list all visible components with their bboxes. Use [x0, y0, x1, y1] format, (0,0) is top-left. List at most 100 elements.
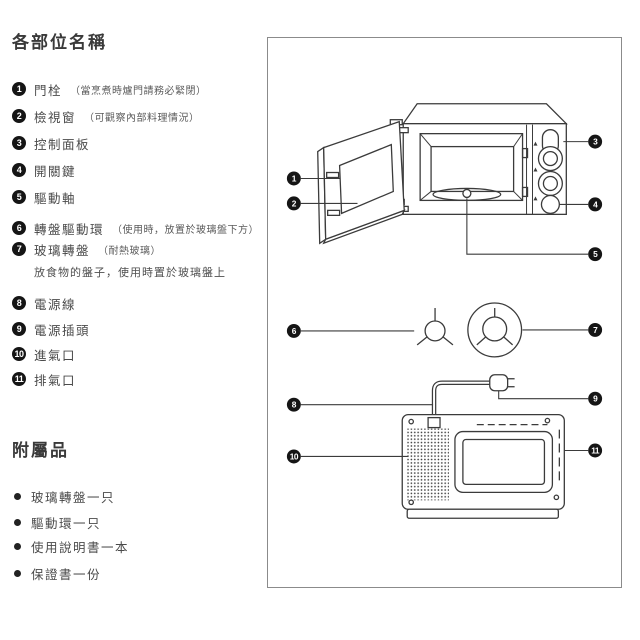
svg-text:9: 9	[593, 394, 598, 404]
microwave-diagram: 1 2 3 4 5 6 7 8 9 10 11	[286, 103, 603, 519]
knob-lower	[537, 170, 563, 197]
air-intake-grid	[407, 428, 449, 501]
part-number-badge: 8	[12, 296, 26, 310]
part-label: 電源線	[34, 297, 77, 312]
drive-ring-hub	[424, 320, 446, 342]
svg-text:2: 2	[292, 198, 297, 208]
svg-text:3: 3	[593, 137, 598, 147]
part-item-8: 8 電源線	[12, 294, 76, 312]
glass-turntable-diagram	[467, 302, 523, 358]
callout-11: 11	[588, 443, 603, 458]
door	[317, 119, 406, 245]
callout-10: 10	[286, 449, 301, 464]
cavity-back-wall	[430, 145, 515, 193]
turntable-spoke	[503, 336, 514, 346]
accessory-label: 玻璃轉盤一只	[31, 490, 116, 505]
part-note: （使用時，放置於玻璃盤下方）	[112, 225, 260, 236]
accessory-label: 使用說明書一本	[31, 540, 130, 555]
door-front-face	[323, 120, 405, 241]
panel-marker	[533, 141, 538, 146]
accessory-item-4: 保證書一份	[14, 565, 102, 582]
latch-slot	[521, 186, 529, 198]
svg-text:1: 1	[292, 173, 297, 183]
door-window	[338, 143, 394, 215]
part-number-badge: 4	[12, 163, 26, 177]
accessory-item-2: 驅動環一只	[14, 514, 102, 531]
oven-top-face	[401, 103, 568, 125]
open-button	[540, 194, 560, 215]
svg-text:8: 8	[292, 400, 297, 410]
panel-marker	[533, 196, 538, 201]
part-label: 排氣口	[34, 373, 77, 388]
callout-7: 7	[588, 322, 603, 337]
part-number-badge: 6	[12, 221, 26, 235]
part-number-badge: 3	[12, 136, 26, 150]
knob-upper	[537, 145, 563, 172]
callout-2: 2	[286, 196, 301, 211]
part-item-3: 3 控制面板	[12, 134, 90, 152]
back-cover-inner	[462, 438, 546, 486]
part-note: （當烹煮時爐門請務必緊閉）	[70, 86, 207, 97]
part-label: 玻璃轉盤	[34, 243, 91, 258]
part-description: 放食物的盤子，使用時置於玻璃盤上	[34, 267, 226, 279]
part-item-11: 11 排氣口	[12, 370, 76, 388]
page-title: 各部位名稱	[12, 33, 107, 52]
part-label: 門栓	[34, 83, 63, 98]
knob-lower-cap	[542, 175, 559, 192]
screw	[553, 494, 560, 501]
part-item-4: 4 開關鍵	[12, 161, 76, 179]
callout-4: 4	[588, 197, 603, 212]
part-label: 電源插頭	[34, 323, 91, 338]
cavity-bevel	[419, 133, 432, 147]
latch-slot	[521, 147, 529, 159]
part-label: 開關鍵	[34, 164, 77, 179]
turntable-hub	[482, 316, 508, 342]
accessory-label: 保證書一份	[31, 567, 102, 582]
svg-text:6: 6	[292, 326, 297, 336]
power-cord-diagram	[431, 374, 515, 420]
cavity-bevel	[513, 191, 523, 201]
turntable-rim	[467, 302, 523, 358]
door-latch	[327, 209, 341, 217]
base	[406, 508, 560, 519]
back-cover-outer	[454, 430, 554, 493]
accessory-item-1: 玻璃轉盤一只	[14, 488, 116, 505]
cavity-bevel	[513, 133, 523, 147]
drive-ring-diagram	[416, 308, 454, 346]
svg-text:5: 5	[593, 249, 598, 259]
part-item-6: 6 轉盤驅動環 （使用時，放置於玻璃盤下方）	[12, 219, 259, 237]
part-item-5: 5 驅動軸	[12, 188, 76, 206]
part-label: 檢視窗	[34, 110, 77, 125]
front-view-diagram	[317, 103, 568, 245]
power-cord-core	[433, 381, 490, 420]
callout-3: 3	[588, 134, 603, 149]
part-number-badge: 1	[12, 82, 26, 96]
svg-text:11: 11	[591, 445, 600, 455]
part-label: 控制面板	[34, 137, 91, 152]
control-panel	[526, 124, 563, 215]
part-note: （可觀察內部料理情況）	[84, 113, 200, 124]
part-item-10: 10 進氣口	[12, 345, 76, 363]
part-number-badge: 10	[12, 347, 26, 361]
bullet-icon	[14, 569, 21, 577]
leader-lines	[300, 141, 589, 458]
accessory-label: 驅動環一只	[31, 516, 102, 531]
cord-connector	[427, 416, 441, 429]
bullet-icon	[14, 492, 21, 500]
part-label: 轉盤驅動環	[34, 222, 105, 237]
svg-text:10: 10	[290, 451, 299, 461]
part-label: 驅動軸	[34, 191, 77, 206]
part-item-9: 9 電源插頭	[12, 320, 90, 338]
back-view-diagram	[401, 413, 565, 519]
screw	[408, 418, 415, 425]
drive-shaft	[462, 188, 472, 199]
drive-ring-spoke	[416, 336, 428, 346]
part-number-badge: 11	[12, 372, 26, 386]
power-plug	[489, 374, 509, 392]
door-latch	[326, 171, 340, 179]
svg-text:4: 4	[593, 199, 598, 209]
screw	[544, 417, 551, 424]
part-number-badge: 7	[12, 242, 26, 256]
part-item-2: 2 檢視窗 （可觀察內部料理情況）	[12, 107, 200, 125]
